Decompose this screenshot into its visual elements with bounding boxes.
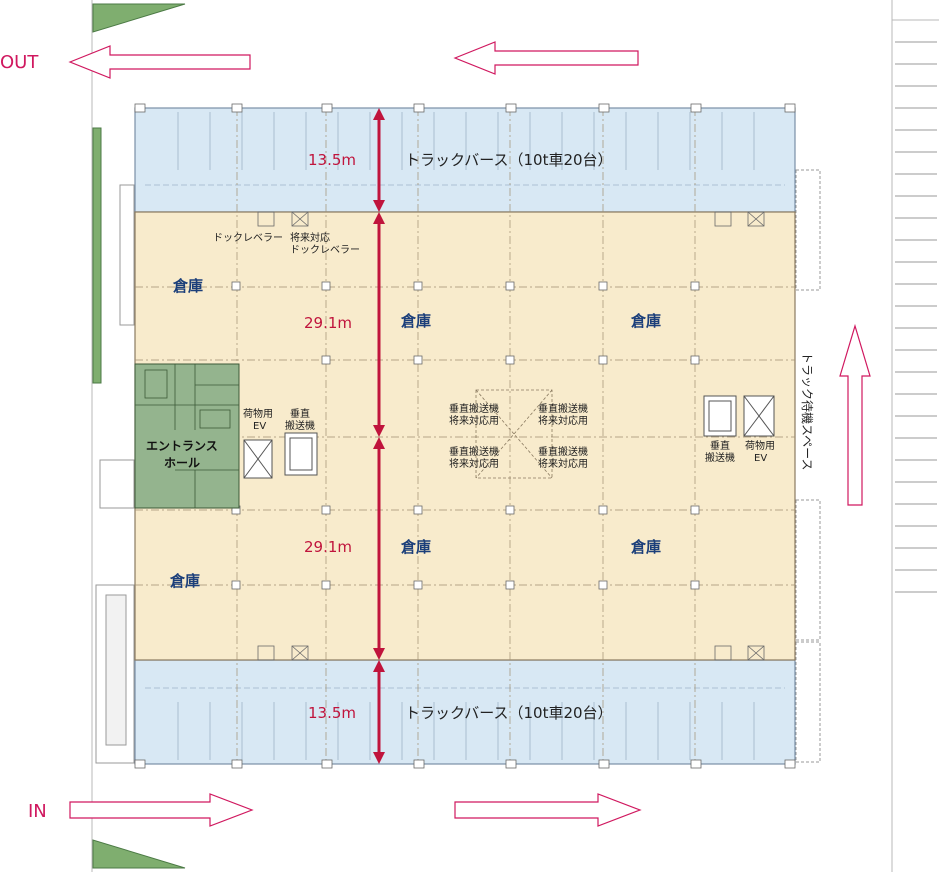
warehouse-zone-label: 倉庫 (630, 312, 661, 330)
dim-top-berth: 13.5m (308, 151, 356, 169)
bottom-berth-label: トラックバース（10t車20台） (405, 704, 613, 722)
dim-lower-warehouse: 29.1m (304, 538, 352, 556)
left-utility-strip (95, 184, 135, 764)
flow-arrows (68, 41, 871, 827)
truck-waiting-stripes (895, 41, 937, 593)
west-conveyor-label-1: 垂直 (290, 407, 310, 420)
east-conveyor-label-1: 垂直 (710, 439, 730, 452)
west-freight-ev-label-2: EV (253, 421, 266, 432)
dim-bottom-berth: 13.5m (308, 704, 356, 722)
in-label: IN (28, 801, 47, 822)
dimension-line (373, 108, 385, 764)
top-berth-label: トラックバース（10t車20台） (405, 151, 613, 169)
entrance-label-1: エントランス (146, 439, 218, 453)
truck-berth-bottom-bays (145, 687, 785, 760)
column-grid (135, 108, 795, 764)
in-arrow-right (454, 793, 642, 827)
west-conveyor-label-2: 搬送機 (285, 419, 315, 432)
structural-columns (134, 103, 796, 769)
warehouse-zone-label: 倉庫 (400, 312, 431, 330)
future-conveyor-zone (475, 389, 553, 479)
east-conveyor-label-2: 搬送機 (705, 451, 735, 464)
west-core (243, 432, 318, 479)
future-conveyor-sub-label: 将来対応用 (538, 457, 588, 470)
out-arrow-right (453, 41, 639, 75)
entrance-block (134, 363, 240, 509)
east-freight-ev-label-1: 荷物用 (745, 439, 775, 452)
dock-leveler-label: ドックレベラー (213, 232, 283, 244)
warehouse-zone-label: 倉庫 (400, 538, 431, 556)
future-conveyor-label: 垂直搬送機 (538, 445, 588, 458)
green-patch-top (92, 3, 186, 33)
out-arrow-left (68, 45, 251, 79)
out-label: OUT (0, 52, 39, 73)
truck-waiting-label: トラック待機スペース (800, 352, 815, 471)
in-arrow-left (69, 793, 254, 827)
west-freight-ev-label-1: 荷物用 (243, 407, 273, 420)
truck-waiting-arrow (839, 323, 871, 506)
right-utility-strip (795, 169, 821, 763)
future-conveyor-sub-label: 将来対応用 (449, 457, 499, 470)
green-strip-left (92, 127, 102, 384)
truck-berth-top (134, 107, 796, 213)
green-patch-bottom (92, 839, 186, 869)
future-dock-leveler-label-2: ドックレベラー (290, 244, 360, 256)
dim-upper-warehouse: 29.1m (304, 314, 352, 332)
future-conveyor-sub-label: 将来対応用 (538, 414, 588, 427)
dock-levelers (257, 211, 765, 661)
warehouse-zone-label: 倉庫 (172, 277, 203, 295)
truck-berth-bottom (134, 659, 796, 765)
site-boundary (91, 0, 939, 872)
future-conveyor-label: 垂直搬送機 (449, 445, 499, 458)
future-conveyor-sub-label: 将来対応用 (449, 414, 499, 427)
future-dock-leveler-label-1: 将来対応 (290, 231, 330, 244)
entrance-label-2: ホール (164, 456, 200, 470)
future-conveyor-label: 垂直搬送機 (449, 402, 499, 415)
east-freight-ev-label-2: EV (754, 453, 767, 464)
truck-berth-top-bays (145, 112, 785, 186)
entrance-rooms (135, 364, 239, 508)
future-conveyor-label: 垂直搬送機 (538, 402, 588, 415)
east-core (703, 395, 775, 437)
warehouse-zone-label: 倉庫 (169, 572, 200, 590)
warehouse-zone-label: 倉庫 (630, 538, 661, 556)
